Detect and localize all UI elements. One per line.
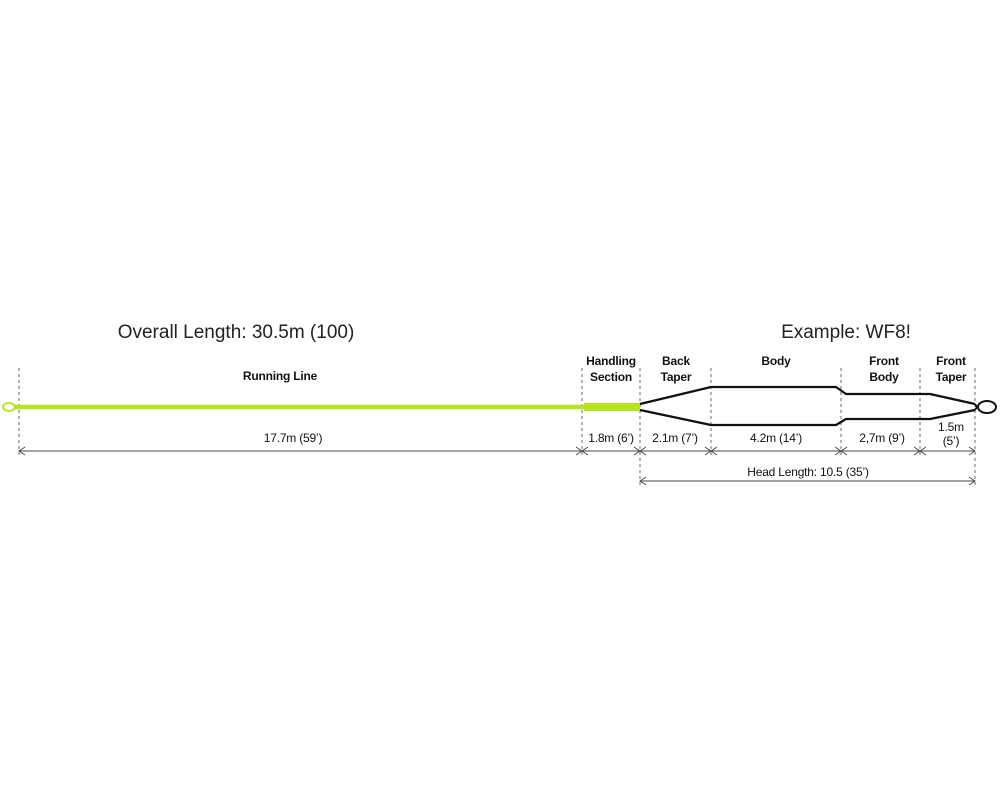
head-label-bg: [738, 465, 878, 477]
dim-arrow-start: [18, 446, 26, 456]
back-taper-label-line1: Back: [662, 354, 690, 368]
back-taper-label-line2: Taper: [661, 370, 692, 384]
dim-label-bg: [255, 431, 339, 445]
head-length-dimension: Head Length: 10.5 (35’): [639, 465, 976, 486]
running-line-label: Running Line: [243, 369, 318, 383]
head-arrow-start: [639, 476, 647, 486]
handling-section-label-line1: Handling: [586, 354, 636, 368]
front-body-label-line2: Body: [869, 370, 899, 384]
dim-arrow-fronttaper-start: [919, 446, 927, 456]
rear-loop: [2, 402, 16, 412]
front-taper-label-line2: Taper: [936, 370, 967, 384]
front-taper-length-line2: (5’): [943, 434, 960, 448]
head-top-outline: [639, 385, 976, 406]
head-length-label: Head Length: 10.5 (35’): [747, 465, 869, 479]
front-loop: [977, 400, 997, 414]
dim-arrow-handling-start: [581, 446, 589, 456]
dim-arrow-frontbody-start: [840, 446, 848, 456]
back-taper-length: 2.1m (7’): [652, 431, 698, 445]
head-bottom-outline: [639, 408, 976, 427]
front-taper-length-line1: 1.5m: [938, 420, 964, 434]
handling-length: 1.8m (6’): [588, 431, 634, 445]
front-taper-label-line1: Front: [936, 354, 966, 368]
head-arrow-end: [968, 476, 976, 486]
body-label: Body: [761, 354, 791, 368]
overall-length-title: Overall Length: 30.5m (100): [118, 322, 355, 343]
dim-arrow-end: [968, 446, 976, 456]
running-line-length: 17.7m (59’): [264, 431, 323, 445]
segment-dimension-line: [18, 446, 976, 456]
dim-arrow-backtaper-start: [639, 446, 647, 456]
dim-arrow-body-start: [710, 446, 718, 456]
front-body-label-line1: Front: [869, 354, 899, 368]
section-guides: [18, 368, 976, 485]
line-head: [639, 385, 997, 427]
handling-section-label-line2: Section: [590, 370, 632, 384]
front-body-length: 2,7m (9’): [859, 431, 905, 445]
running-line: [2, 402, 640, 412]
example-title: Example: WF8!: [781, 322, 911, 343]
body-length: 4.2m (14’): [750, 431, 802, 445]
